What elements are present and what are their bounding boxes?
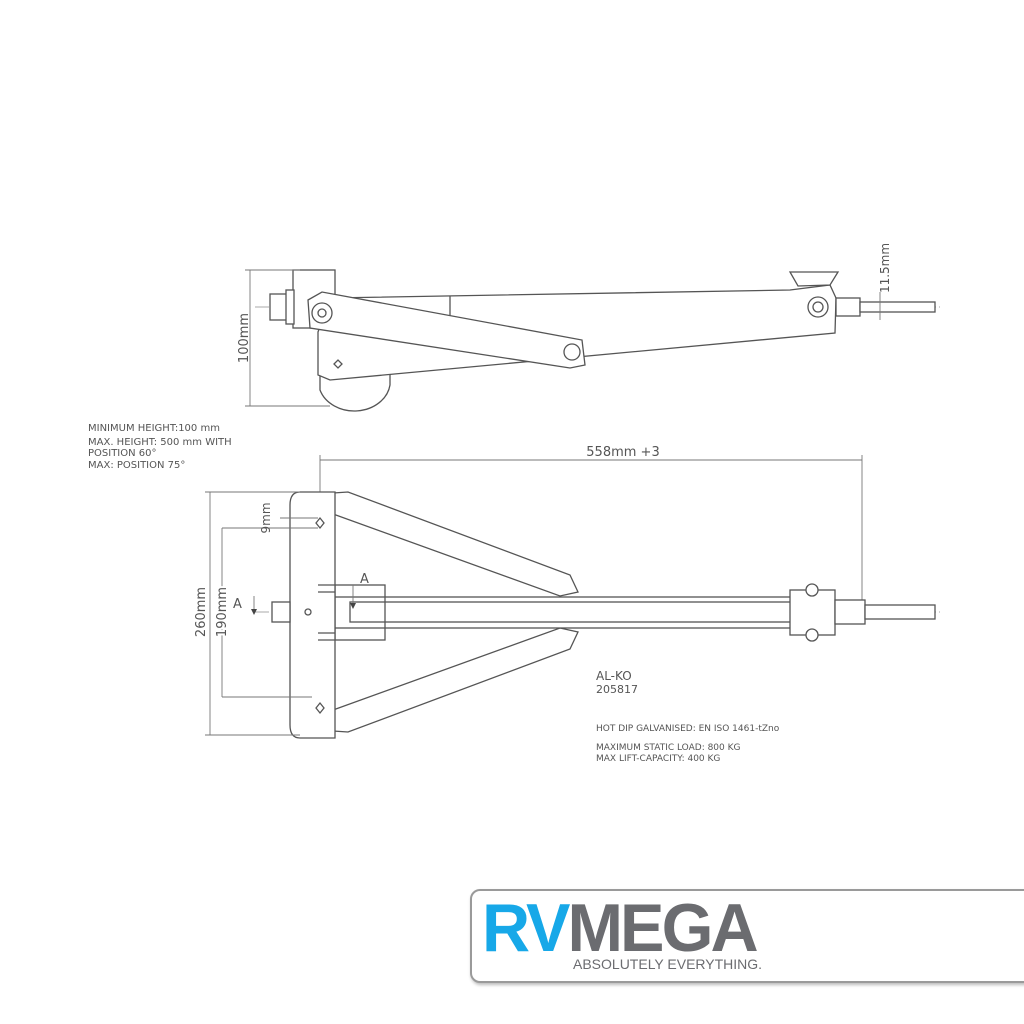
spindle-collar [835,297,861,317]
link-arm [307,291,586,369]
lower-arm [317,627,579,733]
rvmega-logo: RVMEGA [482,890,759,966]
note-static-load: MAXIMUM STATIC LOAD: 800 KG [596,743,741,753]
note-max-height: MAX. HEIGHT: 500 mm WITH [88,437,232,448]
note-galvanised: HOT DIP GALVANISED: EN ISO 1461-tZno [596,724,780,734]
length-dimension: 558mm +3 [586,445,659,460]
end-nut [271,601,291,623]
part-info: AL-KO 205817 HOT DIP GALVANISED: EN ISO … [596,669,780,764]
note-max-position: MAX: POSITION 75° [88,460,185,471]
hole-spacing-dimension: 190mm [215,587,230,637]
spindle-rod [859,301,936,313]
upper-arm [317,491,579,597]
section-label-left: A [233,597,242,612]
side-view: 100mm 11.5mm [237,243,940,412]
part-number: 205817 [596,683,638,696]
rod-dimension: 11.5mm [878,243,892,293]
hole-dimension: 9mm [259,502,273,533]
mounting-plate [289,491,336,739]
height-dimension: 100mm [237,313,252,363]
clevis [789,589,836,636]
logo-banner [470,889,1024,983]
link-pin [563,343,581,361]
note-min-height: MINIMUM HEIGHT:100 mm [88,423,220,434]
width-dimension: 260mm [194,587,209,637]
top-view: 558mm +3 260mm 190mm 9mm A [194,445,940,739]
pivot-pin [311,302,333,324]
mount-hole-bottom [315,701,325,715]
logo-mega: MEGA [567,890,758,966]
spindle-pin [807,296,829,318]
section-label-right: A [360,572,369,587]
note-lift-capacity: MAX LIFT-CAPACITY: 400 KG [596,754,720,764]
notes-left: MINIMUM HEIGHT:100 mm MAX. HEIGHT: 500 m… [88,423,232,471]
logo-rv: RV [482,890,570,966]
spindle-collar [834,599,866,625]
top-plate [788,271,840,287]
center-hole [304,608,312,616]
mount-hole-top [315,516,325,530]
note-position-60: POSITION 60° [88,448,157,459]
inner-tube [349,601,801,623]
logo-tagline: ABSOLUTELY EVERYTHING. [573,956,763,972]
spindle-rod [864,604,936,620]
foot-hole [333,359,343,369]
washer [285,289,295,325]
brand-label: AL-KO [596,669,632,683]
